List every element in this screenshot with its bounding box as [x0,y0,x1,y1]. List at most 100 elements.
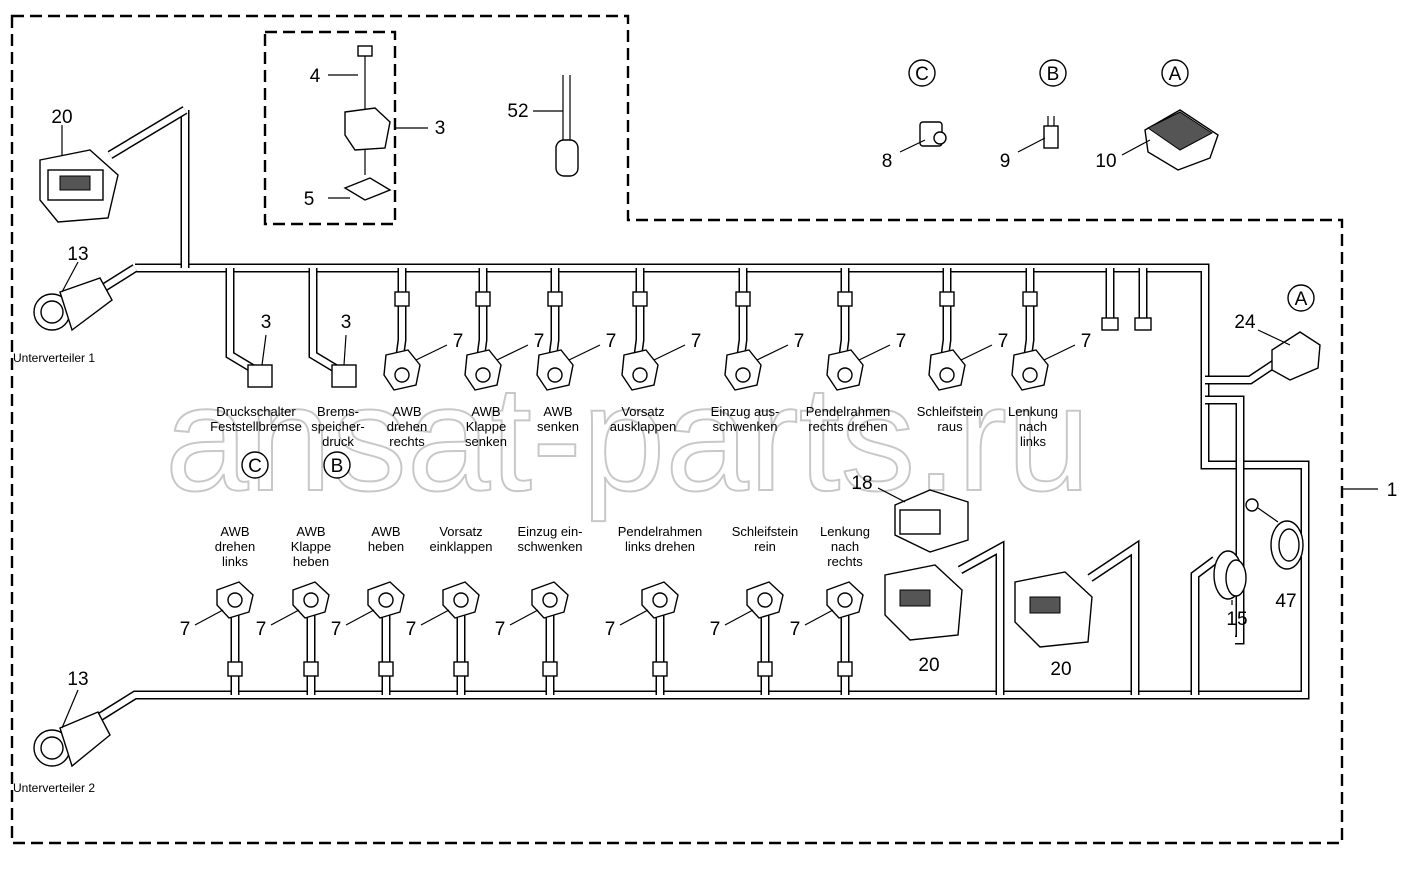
pressure-switch-c [247,364,273,388]
callout-7-lower-3: 7 [406,619,417,640]
control-unit-10 [1144,109,1219,171]
sleeve-52 [555,75,579,177]
valve-connector-lower-2: 7 [331,581,405,695]
valve-connector-upper-7: 7 [928,268,1009,391]
callout-5: 5 [304,189,315,210]
callout-7-upper-2: 7 [534,331,545,352]
connector-18 [894,489,969,553]
callout-7-upper-4: 7 [691,331,702,352]
valve-connector-lower-1: 7 [256,581,330,695]
callout-7-upper-3: 7 [606,331,617,352]
circle-c-low: C [248,456,262,477]
callout-3-b: 3 [341,312,352,333]
callout-7-upper-5: 7 [794,331,805,352]
assembly-boundary [10,14,1344,845]
valve-connector-lower-4: 7 [495,581,569,695]
lower-label-4: Einzug ein-schwenken [517,524,582,554]
leader-lines [61,74,1378,729]
callout-20-upper: 20 [51,107,72,128]
callout-7-upper-1: 7 [453,331,464,352]
connector-24 [1271,331,1321,381]
callout-7-lower-6: 7 [710,619,721,640]
circle-b-low: B [331,456,344,477]
callout-13-lower: 13 [67,669,88,690]
callout-20-lower-1: 20 [918,655,939,676]
callout-3-detail: 3 [435,118,446,139]
valve-connector-upper-4: 7 [621,268,702,391]
valve-connector-lower-7: 7 [790,581,864,695]
callout-8: 8 [882,151,893,172]
callout-3-c: 3 [261,312,272,333]
callout-7-upper-6: 7 [896,331,907,352]
circle-letters: C B A A C B [241,59,1315,479]
callout-52: 52 [507,101,528,122]
callout-7-lower-4: 7 [495,619,506,640]
valve-connector-upper-1: 7 [383,268,464,391]
callout-13-upper: 13 [67,244,88,265]
valve-connector-lower-0: 7 [180,581,254,695]
callout-24: 24 [1234,312,1256,333]
callout-7-lower-7: 7 [790,619,801,640]
callout-4: 4 [310,66,321,87]
valve-connector-upper-2: 7 [464,268,545,391]
callout-7-upper-8: 7 [1081,331,1092,352]
socket-15 [1213,550,1247,600]
connector-20-lower-2 [1014,571,1093,648]
sub-distributor-2-label: Unterverteiler 2 [13,781,95,795]
valve-connector-upper-8: 7 [1011,268,1092,391]
callout-47: 47 [1275,591,1296,612]
callout-9: 9 [1000,151,1011,172]
valve-connector-lower-3: 7 [406,581,480,695]
valve-connector-upper-6: 7 [826,268,907,391]
circle-a-right: A [1295,289,1308,310]
callout-numbers: 20 13 13 4 5 3 52 8 9 10 3 3 24 1 18 20 … [51,66,1397,690]
connector-20-upper [39,149,119,223]
valve-connector-lower-5: 7 [605,581,679,695]
part-9 [1043,116,1059,149]
pressure-switch-detail [343,45,392,201]
valve-connector-upper-3: 7 [536,268,617,391]
circle-c-top: C [915,64,929,85]
callout-1: 1 [1387,480,1398,501]
callout-18: 18 [851,473,872,494]
sub-distributor-1-label: Unterverteiler 1 [13,351,95,365]
upper-label-6: Einzug aus-schwenken [711,404,780,434]
circle-b-top: B [1047,64,1060,85]
valve-connector-upper-5: 7 [724,268,805,391]
callout-7-lower-0: 7 [180,619,191,640]
lower-valve-connectors: 7 7 7 7 7 7 7 7 [180,581,864,695]
plug-13-lower [33,711,111,768]
upper-label-1: Brems-speicher-druck [311,404,364,449]
pressure-switch-b [331,364,357,388]
callout-7-lower-2: 7 [331,619,342,640]
callout-7-upper-7: 7 [998,331,1009,352]
callout-10: 10 [1095,151,1116,172]
upper-valve-connectors: 7 7 7 7 7 7 7 7 [383,268,1092,391]
part-8 [919,121,947,147]
callout-7-lower-1: 7 [256,619,267,640]
connector-20-lower-1 [884,564,963,641]
cap-47 [1245,498,1304,570]
circle-a-top: A [1169,64,1182,85]
callout-7-lower-5: 7 [605,619,616,640]
plug-13-upper [33,277,113,332]
callout-20-lower-2: 20 [1050,659,1071,680]
callout-15: 15 [1226,609,1247,630]
